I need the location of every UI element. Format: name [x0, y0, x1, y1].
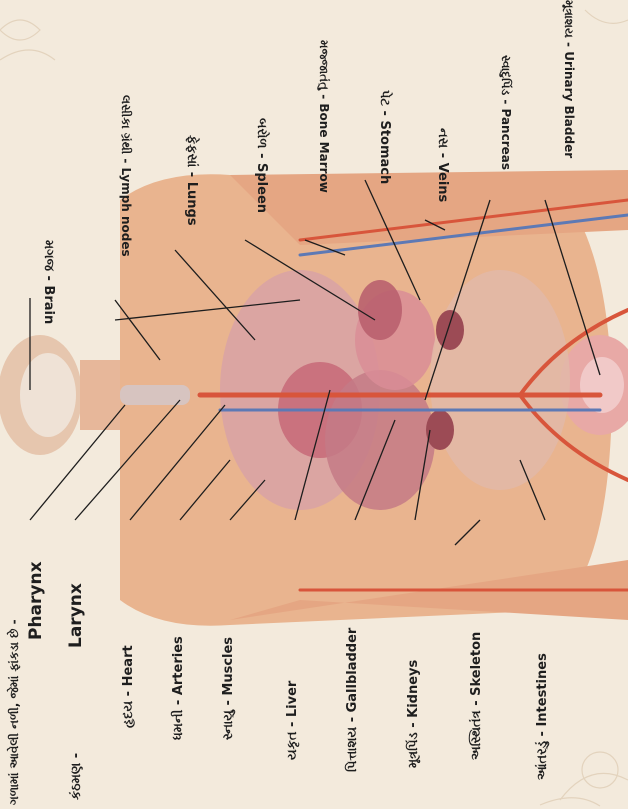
- liver-shape: [325, 370, 435, 510]
- label-pancreas: સ્વાદુપિંડ - Pancreas: [500, 55, 512, 170]
- label-arteries: ધમની - Arteries: [172, 636, 185, 740]
- label-lymph-nodes: લસીકા ગ્રંથી - Lymph nodes: [120, 95, 132, 257]
- label-pharynx-english: Pharynx: [28, 561, 45, 640]
- label-larynx-english: Larynx: [68, 583, 85, 648]
- label-veins: નસ - Veins: [436, 128, 449, 202]
- label-lungs: ફેફસાં - Lungs: [185, 135, 198, 226]
- label-pharynx-gujarati: ગળામાં આવેલી નળી, જેમાં ફાંકડા છે -: [8, 619, 20, 805]
- spleen-shape: [358, 280, 402, 340]
- label-skeleton: અસ્થિતંત્ર - Skeleton: [470, 632, 483, 760]
- label-bone-marrow: મજ્જાતંતુ - Bone Marrow: [318, 40, 330, 193]
- label-liver: યકૃત - Liver: [286, 681, 299, 760]
- trachea-shape: [120, 385, 190, 405]
- label-muscles: સ્નાયુ - Muscles: [222, 637, 235, 740]
- kidney-left-shape: [426, 410, 454, 450]
- label-larynx-gujarati: કંઠમણ -: [70, 753, 83, 800]
- label-brain: મગજ - Brain: [42, 240, 55, 324]
- label-urinary-bladder: મૂત્રાશય - Urinary Bladder: [563, 0, 575, 158]
- label-stomach: પેટ - Stomach: [378, 90, 391, 184]
- label-intestines: આંતરડું - Intestines: [536, 653, 549, 780]
- label-gallbladder: પિત્તાશય - Gallbladder: [346, 628, 359, 772]
- label-kidneys: મૂત્રપિંડ - Kidneys: [407, 660, 420, 768]
- label-heart: હૃદય - Heart: [122, 645, 135, 728]
- kidney-right-shape: [436, 310, 464, 350]
- intestines-shape: [430, 270, 570, 490]
- label-spleen: બરોળ - Spleen: [255, 118, 268, 213]
